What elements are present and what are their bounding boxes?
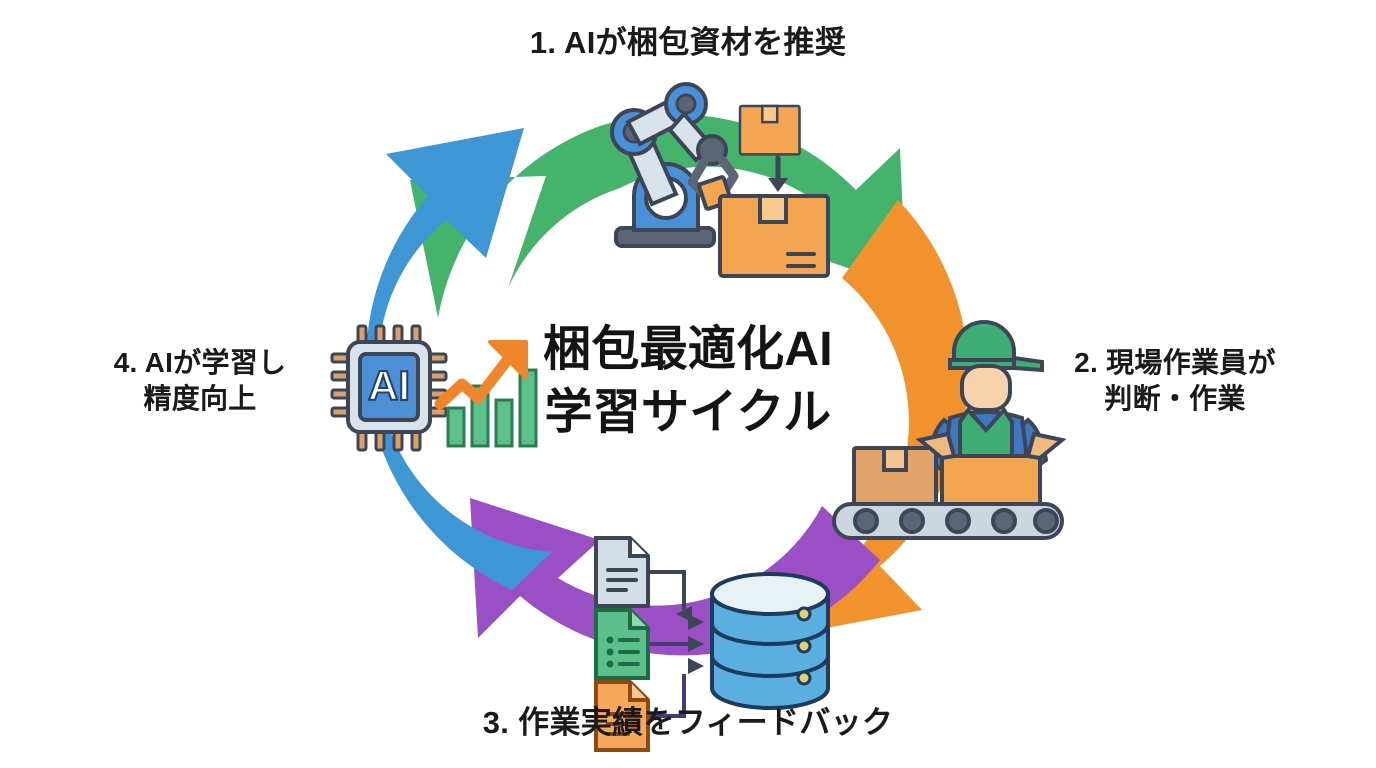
documents-to-database-icon: [594, 536, 830, 752]
robot-arm-packaging-icon: [610, 82, 830, 278]
svg-text:AI: AI: [368, 362, 410, 409]
ai-chip-growth-chart-icon: AI: [330, 324, 538, 452]
center-title: 梱包最適化AI 学習サイクル: [543, 323, 833, 440]
step-label-left: 4. AIが学習し 精度向上: [113, 347, 287, 414]
step-label-bottom: 3. 作業実績をフィードバック: [482, 705, 894, 740]
step-label-right: 2. 現場作業員が 判断・作業: [1074, 347, 1276, 414]
arc-arrow-blue: [366, 128, 552, 590]
step-label-top: 1. AIが梱包資材を推奨: [529, 25, 847, 60]
arc-arrow-green: [410, 114, 906, 319]
worker-conveyor-belt-icon: [832, 320, 1067, 540]
